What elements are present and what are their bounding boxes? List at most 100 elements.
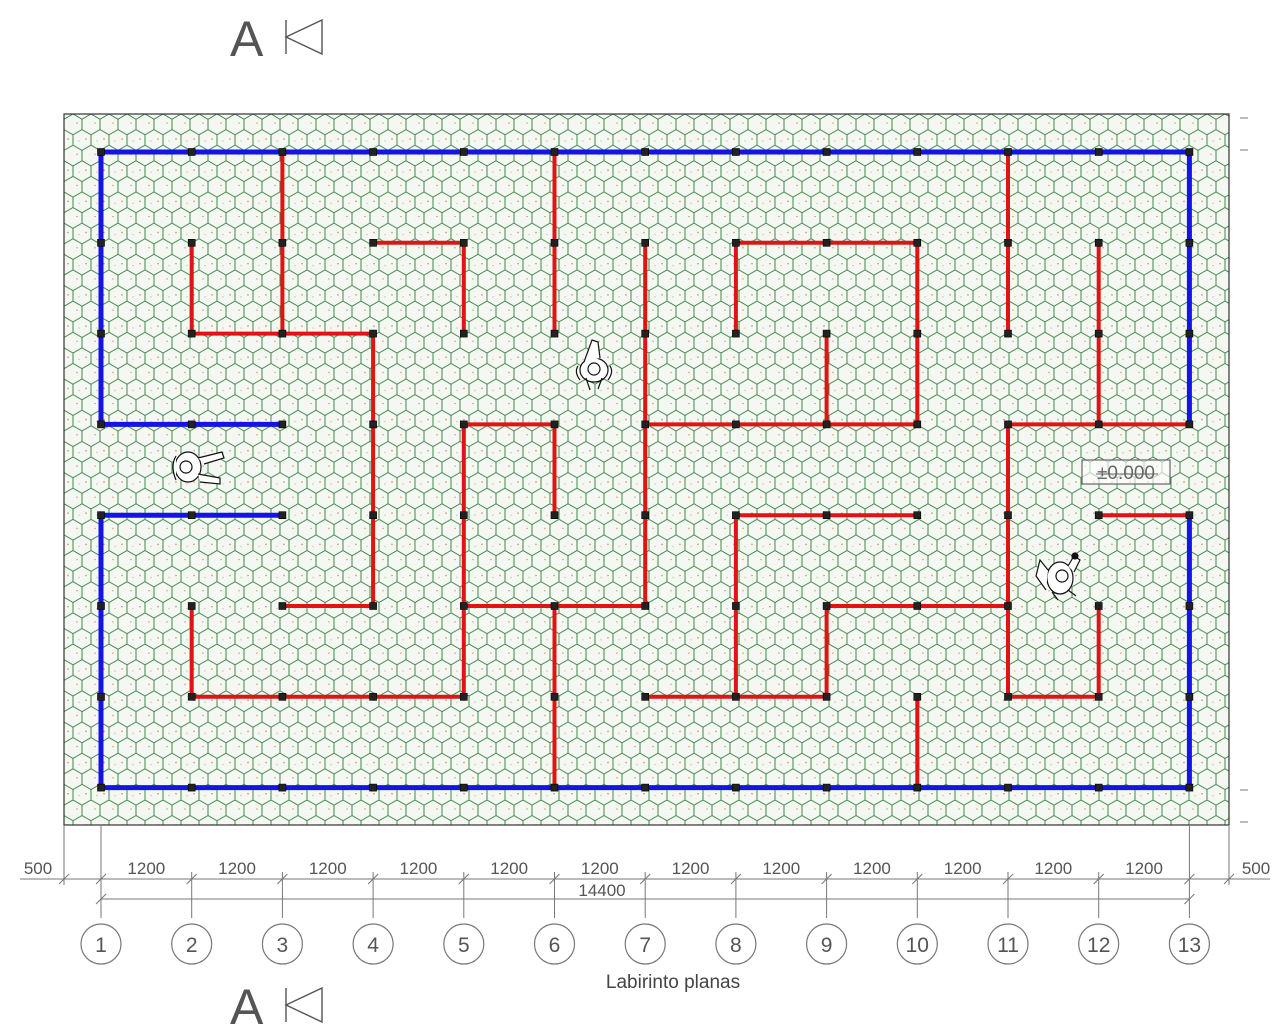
post bbox=[732, 239, 740, 247]
axis-bubble-11: 11 bbox=[987, 923, 1029, 965]
axis-circle bbox=[443, 923, 485, 965]
post bbox=[913, 511, 922, 520]
post bbox=[278, 239, 287, 247]
post bbox=[913, 783, 922, 792]
axis-circle bbox=[1168, 923, 1211, 965]
post bbox=[1004, 329, 1012, 338]
post bbox=[187, 602, 196, 610]
posts bbox=[97, 148, 1194, 792]
level-mark-frame bbox=[1081, 459, 1171, 485]
post bbox=[187, 239, 196, 247]
post bbox=[732, 329, 740, 338]
post bbox=[97, 783, 105, 792]
bay-dimension: 1200 bbox=[490, 859, 528, 878]
post bbox=[187, 148, 196, 156]
post bbox=[97, 148, 105, 156]
post bbox=[913, 420, 922, 429]
axis-bubble-9: 9 bbox=[805, 923, 848, 965]
section-letter-bottom: A bbox=[230, 979, 264, 1029]
post bbox=[459, 692, 468, 701]
post bbox=[641, 602, 650, 610]
axis-circle bbox=[171, 923, 213, 965]
section-marker-top: A bbox=[230, 11, 323, 67]
post bbox=[369, 239, 377, 247]
axis-circle bbox=[624, 923, 666, 965]
axis-label: 11 bbox=[997, 934, 1019, 957]
post bbox=[187, 511, 196, 520]
post bbox=[913, 148, 922, 156]
post bbox=[278, 602, 287, 610]
axis-label: 9 bbox=[821, 934, 833, 957]
edge-dimension-right: 500 bbox=[1242, 859, 1270, 878]
post bbox=[822, 602, 831, 610]
section-marker-bottom: A bbox=[230, 979, 323, 1029]
bay-dimension: 1200 bbox=[400, 859, 438, 878]
axis-circle bbox=[987, 923, 1029, 965]
section-arrow-top-icon bbox=[284, 18, 323, 56]
post bbox=[187, 420, 196, 429]
axis-label: 7 bbox=[639, 934, 651, 957]
post bbox=[641, 148, 650, 156]
axis-circle bbox=[352, 923, 394, 965]
axis-bubble-8: 8 bbox=[715, 923, 757, 965]
bay-dimension: 1200 bbox=[672, 859, 710, 878]
post bbox=[278, 420, 287, 429]
post bbox=[459, 420, 468, 429]
post bbox=[369, 692, 377, 701]
post bbox=[1094, 148, 1103, 156]
post bbox=[732, 511, 740, 520]
post bbox=[369, 602, 377, 610]
post bbox=[278, 783, 287, 792]
person-figure-left bbox=[172, 451, 225, 485]
post bbox=[97, 420, 105, 429]
post bbox=[913, 329, 922, 338]
post bbox=[822, 511, 831, 520]
post bbox=[1185, 148, 1194, 156]
post bbox=[1185, 602, 1194, 610]
post bbox=[550, 420, 559, 429]
axis-circle bbox=[805, 923, 848, 965]
level-mark-text: ±0.000 bbox=[1097, 463, 1155, 484]
post bbox=[187, 783, 196, 792]
post bbox=[1185, 692, 1194, 701]
post bbox=[550, 511, 559, 520]
post bbox=[97, 239, 105, 247]
post bbox=[1004, 239, 1012, 247]
axis-label: 13 bbox=[1178, 934, 1201, 957]
axis-label: 8 bbox=[730, 934, 742, 957]
axis-label: 6 bbox=[549, 934, 561, 957]
post bbox=[187, 329, 196, 338]
post bbox=[278, 692, 287, 701]
axis-bubble-7: 7 bbox=[624, 923, 666, 965]
post bbox=[641, 420, 650, 429]
post bbox=[550, 783, 559, 792]
post bbox=[1185, 329, 1194, 338]
side-ticks bbox=[1240, 117, 1248, 823]
axis-bubble-5: 5 bbox=[443, 923, 485, 965]
post bbox=[1094, 420, 1103, 429]
edge-dimension-left: 500 bbox=[24, 859, 52, 878]
post bbox=[732, 602, 740, 610]
axis-circle bbox=[715, 923, 757, 965]
post bbox=[1185, 420, 1194, 429]
axis-label: 12 bbox=[1087, 934, 1110, 957]
post bbox=[822, 239, 831, 247]
post bbox=[369, 329, 377, 338]
post bbox=[641, 511, 650, 520]
post bbox=[550, 329, 559, 338]
bay-dimension: 1200 bbox=[218, 859, 256, 878]
post bbox=[459, 511, 468, 520]
post bbox=[822, 692, 831, 701]
person-figure-right bbox=[1035, 552, 1081, 601]
axis-bubble-1: 1 bbox=[80, 923, 122, 965]
post bbox=[732, 420, 740, 429]
post bbox=[550, 148, 559, 156]
dimension-chain bbox=[20, 826, 1270, 918]
post bbox=[1094, 239, 1103, 247]
bay-dimension: 1200 bbox=[853, 859, 891, 878]
post bbox=[822, 783, 831, 792]
post bbox=[1004, 783, 1012, 792]
drawing-title: Labirinto planas bbox=[606, 972, 740, 993]
